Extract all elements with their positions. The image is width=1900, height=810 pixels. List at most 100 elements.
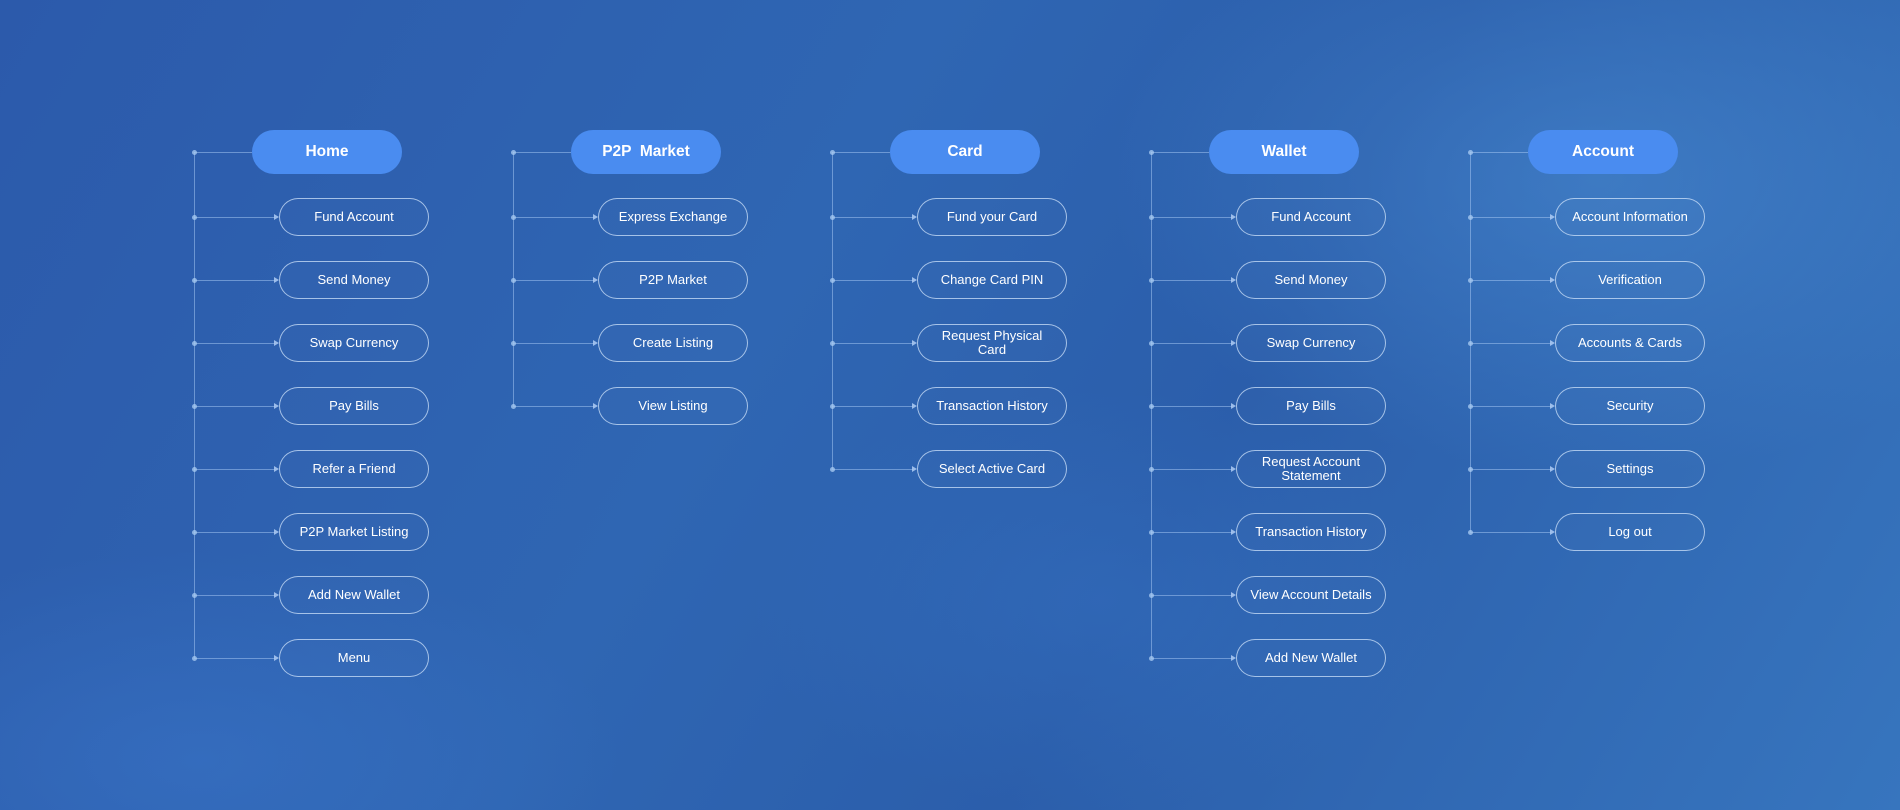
card-branch-4 <box>832 469 913 470</box>
wallet-arrow-icon-6 <box>1231 592 1236 598</box>
wallet-branch-2 <box>1151 343 1232 344</box>
wallet-node-1[interactable]: Send Money <box>1236 261 1386 299</box>
card-branch-0 <box>832 217 913 218</box>
card-node-3[interactable]: Transaction History <box>917 387 1067 425</box>
wallet-node-3[interactable]: Pay Bills <box>1236 387 1386 425</box>
card-header-button[interactable]: Card <box>890 130 1040 174</box>
account-node-2[interactable]: Accounts & Cards <box>1555 324 1705 362</box>
home-branch-dot-5 <box>192 530 197 535</box>
account-branch-dot-0 <box>1468 215 1473 220</box>
p2p-market-branch-2 <box>513 343 594 344</box>
account-node-0[interactable]: Account Information <box>1555 198 1705 236</box>
p2p-market-arrow-icon-3 <box>593 403 598 409</box>
wallet-branch-dot-6 <box>1149 593 1154 598</box>
p2p-market-node-0[interactable]: Express Exchange <box>598 198 748 236</box>
wallet-arrow-icon-7 <box>1231 655 1236 661</box>
p2p-market-branch-dot-3 <box>511 404 516 409</box>
wallet-header-button[interactable]: Wallet <box>1209 130 1359 174</box>
account-header-button[interactable]: Account <box>1528 130 1678 174</box>
card-branch-dot-1 <box>830 278 835 283</box>
p2p-market-node-1[interactable]: P2P Market <box>598 261 748 299</box>
home-branch-dot-3 <box>192 404 197 409</box>
p2p-market-header-dot <box>511 150 516 155</box>
home-branch-dot-1 <box>192 278 197 283</box>
wallet-node-5[interactable]: Transaction History <box>1236 513 1386 551</box>
home-arrow-icon-3 <box>274 403 279 409</box>
home-branch-dot-7 <box>192 656 197 661</box>
wallet-branch-6 <box>1151 595 1232 596</box>
wallet-branch-dot-0 <box>1149 215 1154 220</box>
wallet-node-0[interactable]: Fund Account <box>1236 198 1386 236</box>
card-branch-1 <box>832 280 913 281</box>
home-arrow-icon-2 <box>274 340 279 346</box>
account-node-3[interactable]: Security <box>1555 387 1705 425</box>
card-node-1[interactable]: Change Card PIN <box>917 261 1067 299</box>
p2p-market-branch-3 <box>513 406 594 407</box>
wallet-arrow-icon-3 <box>1231 403 1236 409</box>
account-branch-4 <box>1470 469 1551 470</box>
account-branch-dot-1 <box>1468 278 1473 283</box>
card-header-dot <box>830 150 835 155</box>
wallet-node-4[interactable]: Request Account Statement <box>1236 450 1386 488</box>
account-arrow-icon-3 <box>1550 403 1555 409</box>
p2p-market-header-button[interactable]: P2P Market <box>571 130 721 174</box>
account-branch-0 <box>1470 217 1551 218</box>
home-branch-7 <box>194 658 275 659</box>
wallet-node-6[interactable]: View Account Details <box>1236 576 1386 614</box>
home-node-1[interactable]: Send Money <box>279 261 429 299</box>
home-branch-4 <box>194 469 275 470</box>
wallet-header-dot <box>1149 150 1154 155</box>
account-node-1[interactable]: Verification <box>1555 261 1705 299</box>
home-arrow-icon-6 <box>274 592 279 598</box>
p2p-market-node-2[interactable]: Create Listing <box>598 324 748 362</box>
account-arrow-icon-1 <box>1550 277 1555 283</box>
wallet-arrow-icon-2 <box>1231 340 1236 346</box>
home-node-2[interactable]: Swap Currency <box>279 324 429 362</box>
card-arrow-icon-2 <box>912 340 917 346</box>
home-branch-dot-6 <box>192 593 197 598</box>
home-node-6[interactable]: Add New Wallet <box>279 576 429 614</box>
wallet-node-7[interactable]: Add New Wallet <box>1236 639 1386 677</box>
home-header-button[interactable]: Home <box>252 130 402 174</box>
account-arrow-icon-0 <box>1550 214 1555 220</box>
wallet-arrow-icon-5 <box>1231 529 1236 535</box>
p2p-market-arrow-icon-0 <box>593 214 598 220</box>
wallet-node-2[interactable]: Swap Currency <box>1236 324 1386 362</box>
account-node-5[interactable]: Log out <box>1555 513 1705 551</box>
p2p-market-node-3[interactable]: View Listing <box>598 387 748 425</box>
account-branch-dot-4 <box>1468 467 1473 472</box>
card-node-4[interactable]: Select Active Card <box>917 450 1067 488</box>
p2p-market-branch-1 <box>513 280 594 281</box>
home-arrow-icon-4 <box>274 466 279 472</box>
wallet-branch-dot-5 <box>1149 530 1154 535</box>
home-node-3[interactable]: Pay Bills <box>279 387 429 425</box>
account-branch-5 <box>1470 532 1551 533</box>
home-node-4[interactable]: Refer a Friend <box>279 450 429 488</box>
wallet-branch-dot-4 <box>1149 467 1154 472</box>
wallet-branch-0 <box>1151 217 1232 218</box>
card-branch-dot-3 <box>830 404 835 409</box>
home-branch-6 <box>194 595 275 596</box>
account-arrow-icon-2 <box>1550 340 1555 346</box>
card-trunk-line <box>832 152 833 469</box>
account-header-dot <box>1468 150 1473 155</box>
card-branch-dot-0 <box>830 215 835 220</box>
account-node-4[interactable]: Settings <box>1555 450 1705 488</box>
wallet-arrow-icon-4 <box>1231 466 1236 472</box>
p2p-market-header-connector <box>513 152 571 153</box>
card-node-2[interactable]: Request Physical Card <box>917 324 1067 362</box>
home-node-7[interactable]: Menu <box>279 639 429 677</box>
home-node-5[interactable]: P2P Market Listing <box>279 513 429 551</box>
home-arrow-icon-7 <box>274 655 279 661</box>
wallet-branch-7 <box>1151 658 1232 659</box>
home-branch-3 <box>194 406 275 407</box>
card-branch-dot-4 <box>830 467 835 472</box>
card-node-0[interactable]: Fund your Card <box>917 198 1067 236</box>
home-node-0[interactable]: Fund Account <box>279 198 429 236</box>
